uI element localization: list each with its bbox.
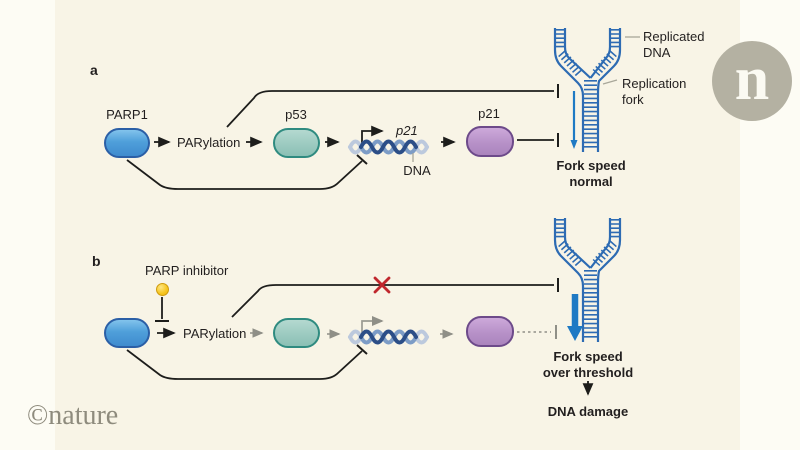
panel-b-label: b: [92, 253, 101, 269]
fork-speed-arrowhead: [567, 326, 583, 341]
fork-speed-threshold-label: Fork speed over threshold: [543, 349, 633, 381]
dna-helix: [348, 139, 429, 155]
inhibition-tbar: [356, 154, 368, 165]
blocked-cross-icon: [373, 276, 391, 294]
parp-inhibitor-label: PARP inhibitor: [145, 263, 229, 278]
parp1-protein: [104, 318, 150, 348]
parp1-to-dna-inhibition-curve: [126, 159, 363, 190]
p21-gene-label: p21: [396, 123, 418, 138]
p21-protein-label: p21: [478, 106, 500, 121]
parylation-label: PARylation: [183, 326, 247, 341]
parp1-protein: [104, 128, 150, 158]
replication-fork-label: Replication fork: [622, 76, 686, 108]
panel-a-artwork: [126, 28, 640, 190]
parylation-label: PARylation: [177, 135, 241, 150]
replicated-dna-label: Replicated DNA: [643, 29, 704, 61]
inhibition-tbar: [356, 344, 368, 355]
nature-copyright: ©nature: [27, 400, 119, 431]
dna-label: DNA: [403, 163, 431, 178]
replication-fork-line2: fork: [622, 91, 644, 107]
replication-fork-leader-line: [602, 79, 618, 85]
parylation-to-fork-inhibition-line: [226, 90, 554, 128]
replicated-dna-line2: DNA: [643, 44, 671, 60]
p21-protein: [466, 316, 514, 347]
fork-speed-line1: Fork speed: [556, 158, 626, 173]
parp-inhibitor-molecule-icon: [155, 283, 169, 296]
replication-fork-line1: Replication: [622, 76, 687, 91]
p53-protein: [273, 128, 320, 158]
panel-b-artwork: [126, 218, 620, 396]
fork-speed-line2: normal: [569, 173, 613, 189]
panel-a-label: a: [90, 62, 98, 78]
replication-fork-structure: [555, 218, 620, 342]
fork-speed-line1: Fork speed: [553, 349, 623, 364]
p21-protein: [466, 126, 514, 157]
parp1-to-dna-inhibition-curve: [126, 349, 363, 380]
fork-speed-normal-label: Fork speed normal: [556, 158, 625, 190]
nature-logo-icon: n: [712, 41, 792, 121]
fork-speed-arrowhead: [570, 140, 578, 149]
replicated-dna-line1: Replicated: [643, 29, 705, 44]
p53-label: p53: [285, 107, 307, 122]
replication-fork-structure: [555, 28, 620, 152]
p53-protein: [273, 318, 320, 348]
fork-speed-line2: over threshold: [542, 364, 634, 380]
dna-helix: [348, 329, 429, 345]
figure-canvas: [55, 0, 740, 450]
blocked-inhibition-line: [231, 284, 554, 318]
dna-damage-label: DNA damage: [547, 404, 629, 419]
parp1-label: PARP1: [106, 107, 148, 122]
